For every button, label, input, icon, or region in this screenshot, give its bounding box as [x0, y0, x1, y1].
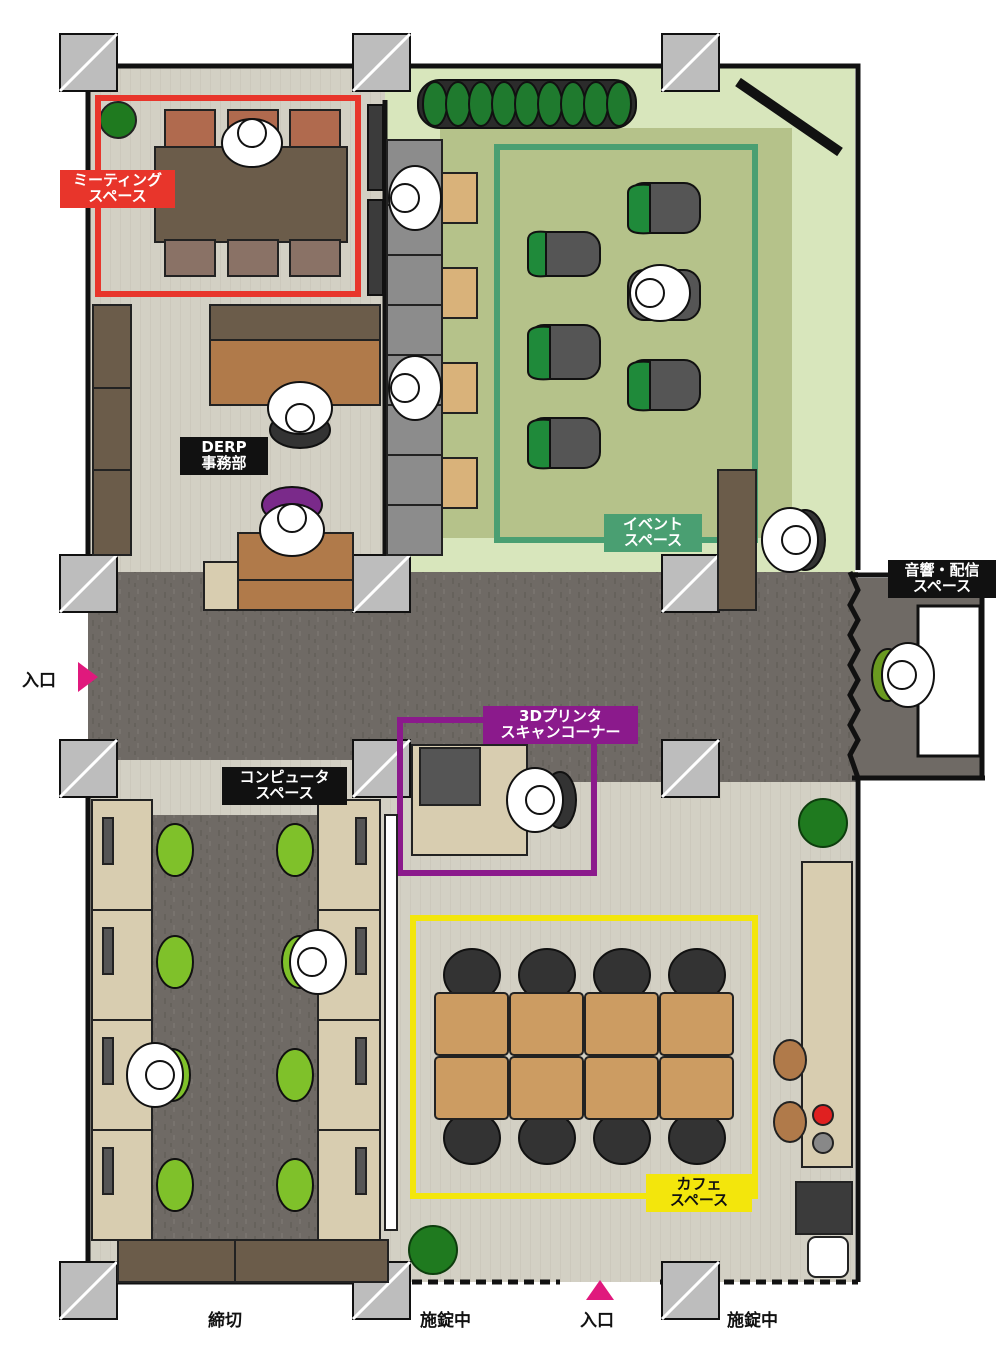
- event-chairs: [527, 182, 701, 470]
- label-derp-line1: DERP: [201, 438, 247, 456]
- person-printer: [506, 767, 577, 833]
- label-audio-space: 音響・配信 スペース: [888, 560, 996, 598]
- label-meeting-space: ミーティング スペース: [60, 170, 175, 208]
- label-event-space: イベント スペース: [604, 514, 702, 552]
- label-audio-line2: スペース: [912, 576, 972, 595]
- person-event-wall-2: [388, 355, 442, 421]
- label-cafe-line1: カフェ: [676, 1175, 722, 1193]
- label-cafe-line2: スペース: [669, 1190, 729, 1209]
- plants: [408, 798, 848, 1275]
- label-meeting-line2: スペース: [88, 186, 147, 205]
- label-printer-corner: 3Dプリンタ スキャンコーナー: [483, 706, 638, 744]
- label-computer-space: コンピュータ スペース: [222, 767, 347, 805]
- derp-furniture: [92, 304, 381, 611]
- cafe-counter: [773, 861, 853, 1278]
- locked-door-left-label: 施錠中: [420, 1311, 471, 1331]
- stacked-chairs: [417, 79, 637, 129]
- label-computer-line2: スペース: [255, 783, 314, 802]
- label-computer-line1: コンピュータ: [239, 768, 330, 786]
- label-audio-line1: 音響・配信: [904, 561, 980, 579]
- person-meeting: [221, 118, 283, 168]
- person-derp-1: [267, 381, 333, 449]
- person-podium: [761, 507, 826, 573]
- person-derp-2: [259, 486, 325, 557]
- person-computer-1: [281, 929, 347, 995]
- pillars: [58, 32, 721, 1321]
- cafe-tables: [434, 992, 734, 1120]
- label-derp-office: DERP 事務部: [180, 437, 268, 475]
- label-event-line1: イベント: [622, 515, 683, 533]
- shelf-meeting-2: [367, 199, 384, 296]
- person-event-wall-1: [388, 165, 442, 231]
- person-event: [627, 264, 701, 322]
- computer-chairs: [156, 823, 314, 1212]
- label-printer-line1: 3Dプリンタ: [519, 707, 602, 725]
- event-podium: [717, 469, 757, 611]
- entrance-marker-bottom: [586, 1280, 614, 1300]
- cafe-chairs: [443, 948, 726, 1165]
- cafe-zone-outline: [410, 915, 758, 1199]
- label-cafe-space: カフェ スペース: [646, 1174, 752, 1212]
- label-event-line2: スペース: [623, 530, 683, 549]
- label-derp-line2: 事務部: [201, 453, 247, 472]
- entrance-marker-left: [78, 662, 98, 692]
- person-computer-2: [126, 1042, 191, 1108]
- closed-door-label: 締切: [208, 1311, 242, 1331]
- screen-bar: [735, 77, 843, 157]
- shelf-meeting: [367, 104, 384, 191]
- entrance-left-label: 入口: [22, 671, 56, 691]
- entrance-bottom-label: 入口: [580, 1311, 614, 1331]
- person-audio: [871, 642, 935, 708]
- label-meeting-line1: ミーティング: [72, 171, 163, 189]
- locked-door-right-label: 施錠中: [727, 1311, 778, 1331]
- computer-desks: [91, 799, 398, 1283]
- label-printer-line2: スキャンコーナー: [500, 722, 621, 741]
